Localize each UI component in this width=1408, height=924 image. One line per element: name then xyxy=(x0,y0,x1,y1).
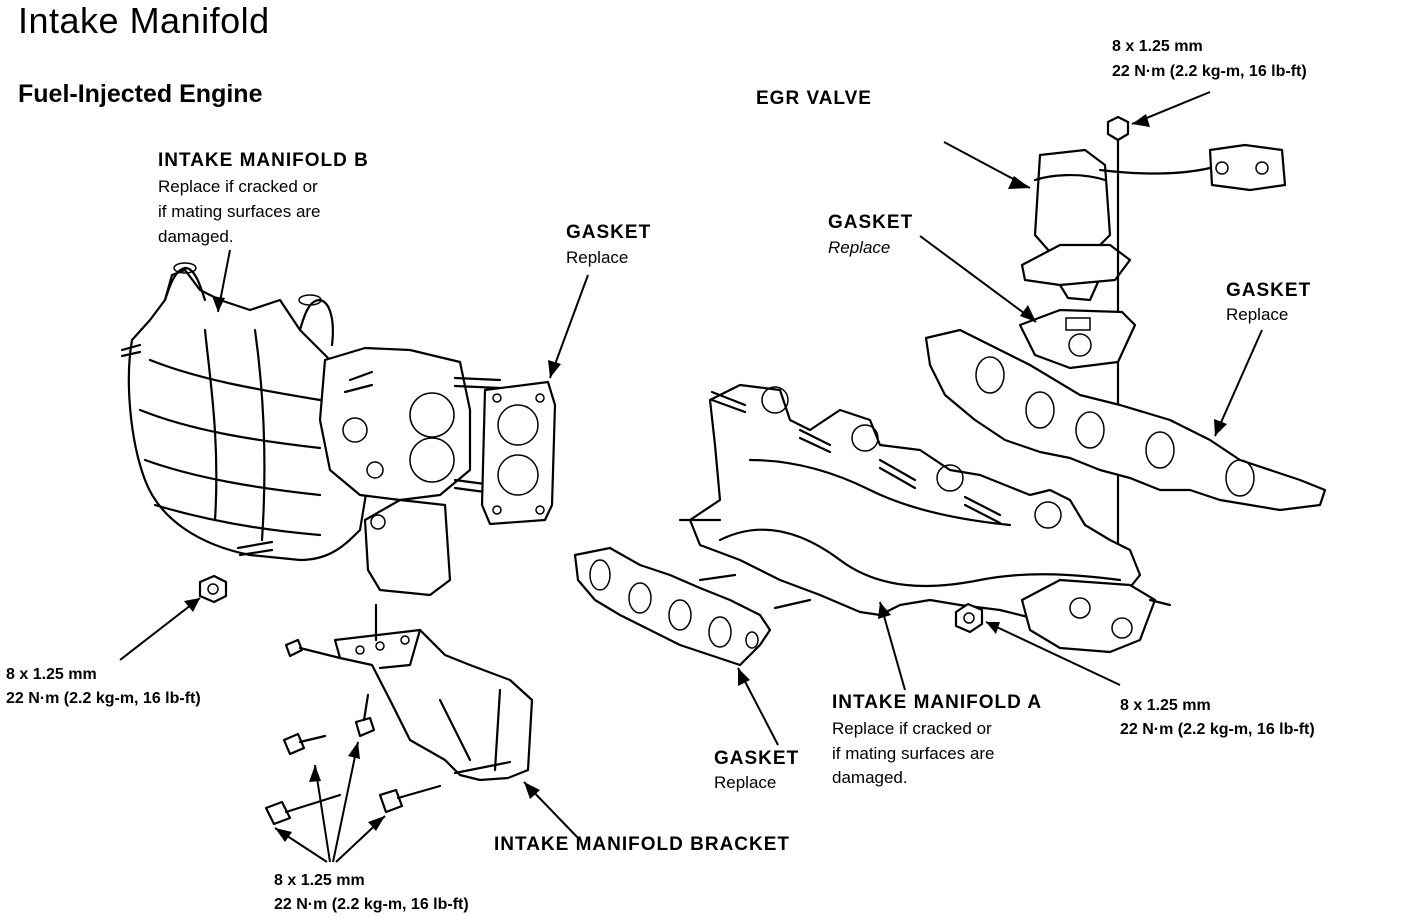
right-gasket-drawing xyxy=(924,328,1327,512)
intake-manifold-a-note-1: Replace if cracked or xyxy=(832,719,992,738)
gasket-right-name: GASKET xyxy=(1226,280,1312,301)
intake-manifold-a-name: INTAKE MANIFOLD A xyxy=(832,692,1043,713)
intake-manifold-bracket-name: INTAKE MANIFOLD BRACKET xyxy=(494,834,791,855)
gasket-egr-name: GASKET xyxy=(828,212,914,233)
manifold-b-nut-spec-torque: 22 N·m (2.2 kg-m, 16 lb-ft) xyxy=(6,690,201,707)
bracket-bolts-drawing xyxy=(264,638,512,826)
gasket-lower-note: Replace xyxy=(714,773,777,792)
page-title: Intake Manifold xyxy=(18,0,270,41)
gasket-lower-name: GASKET xyxy=(714,748,800,769)
leader-arrows xyxy=(119,91,1263,863)
intake-manifold-b-note-1: Replace if cracked or xyxy=(158,177,318,196)
page-subtitle: Fuel-Injected Engine xyxy=(18,80,263,108)
intake-manifold-b-drawing xyxy=(120,262,502,597)
intake-manifold-b-note-2: if mating surfaces are xyxy=(158,202,321,221)
gasket-throttle-name: GASKET xyxy=(566,222,652,243)
egr-gasket-drawing xyxy=(1018,308,1137,370)
egr-top-spec-torque: 22 N·m (2.2 kg-m, 16 lb-ft) xyxy=(1112,63,1307,80)
intake-manifold-b-note-3: damaged. xyxy=(158,227,234,246)
lower-gasket-drawing xyxy=(573,546,772,667)
bracket-bolts-spec-size: 8 x 1.25 mm xyxy=(274,872,365,889)
manifold-a-nut-spec-size: 8 x 1.25 mm xyxy=(1120,697,1211,714)
manifold-b-nut-drawing xyxy=(198,574,228,604)
gasket-right-note: Replace xyxy=(1226,305,1289,324)
egr-valve-name: EGR VALVE xyxy=(756,88,872,109)
gasket-egr-note: Replace xyxy=(828,238,891,257)
egr-valve-drawing xyxy=(1020,115,1287,602)
intake-manifold-a-note-3: damaged. xyxy=(832,768,908,787)
intake-manifold-a-note-2: if mating surfaces are xyxy=(832,744,995,763)
intake-manifold-b-name: INTAKE MANIFOLD B xyxy=(158,150,369,171)
intake-manifold-a-drawing xyxy=(678,383,1172,654)
throttle-gasket-drawing xyxy=(480,380,557,526)
manifold-bracket-drawing xyxy=(333,603,534,782)
manifold-b-nut-spec-size: 8 x 1.25 mm xyxy=(6,666,97,683)
bracket-bolts-spec-torque: 22 N·m (2.2 kg-m, 16 lb-ft) xyxy=(274,896,469,913)
manifold-a-nut-spec-torque: 22 N·m (2.2 kg-m, 16 lb-ft) xyxy=(1120,721,1315,738)
gasket-throttle-note: Replace xyxy=(566,248,629,267)
egr-top-spec-size: 8 x 1.25 mm xyxy=(1112,38,1203,55)
